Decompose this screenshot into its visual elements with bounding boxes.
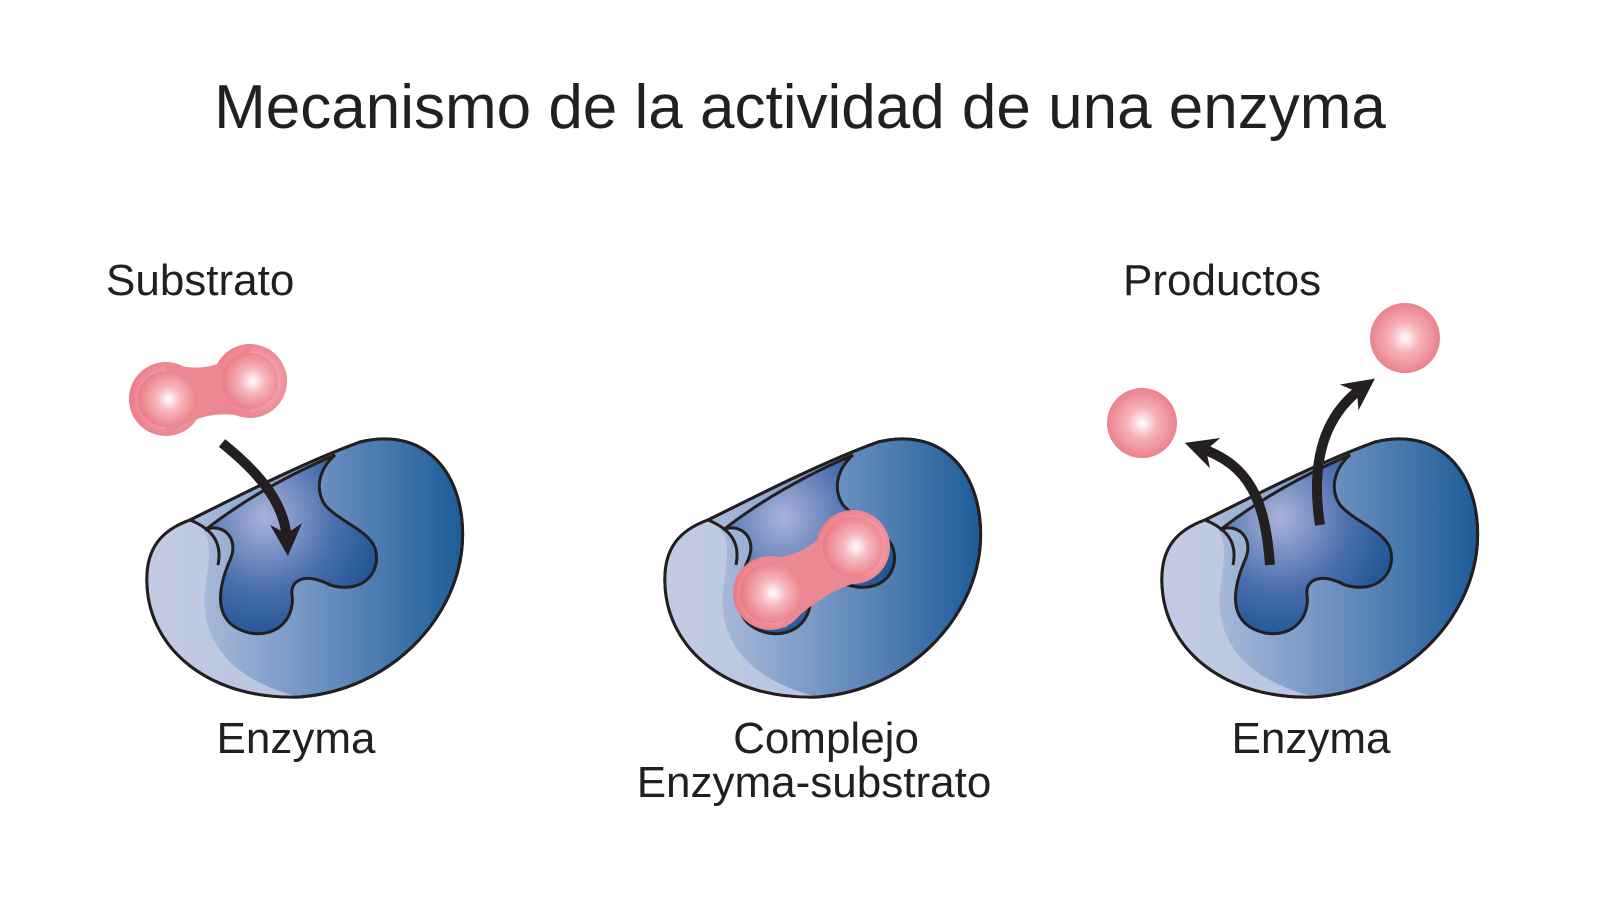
product-molecule-right bbox=[1370, 303, 1440, 373]
products-label: Productos bbox=[1123, 256, 1322, 305]
product-molecule-left bbox=[1107, 388, 1177, 458]
complex-label-line2: Enzyma-substrato bbox=[636, 758, 992, 807]
substrate-label: Substrato bbox=[106, 256, 295, 305]
release-arrow-left bbox=[1184, 438, 1275, 566]
enzyme-label-left: Enzyma bbox=[216, 714, 376, 763]
enzyme-substrate-complex-molecule bbox=[733, 510, 890, 630]
enzyme-label-right: Enzyma bbox=[1231, 714, 1391, 763]
diagram-title: Mecanismo de la actividad de una enzyma bbox=[214, 73, 1386, 142]
substrate-molecule bbox=[129, 344, 287, 436]
enzyme-left bbox=[145, 437, 465, 699]
complex-label-line1: Complejo bbox=[733, 714, 919, 763]
release-arrow-right bbox=[1312, 378, 1375, 526]
binding-arrow bbox=[218, 439, 303, 556]
